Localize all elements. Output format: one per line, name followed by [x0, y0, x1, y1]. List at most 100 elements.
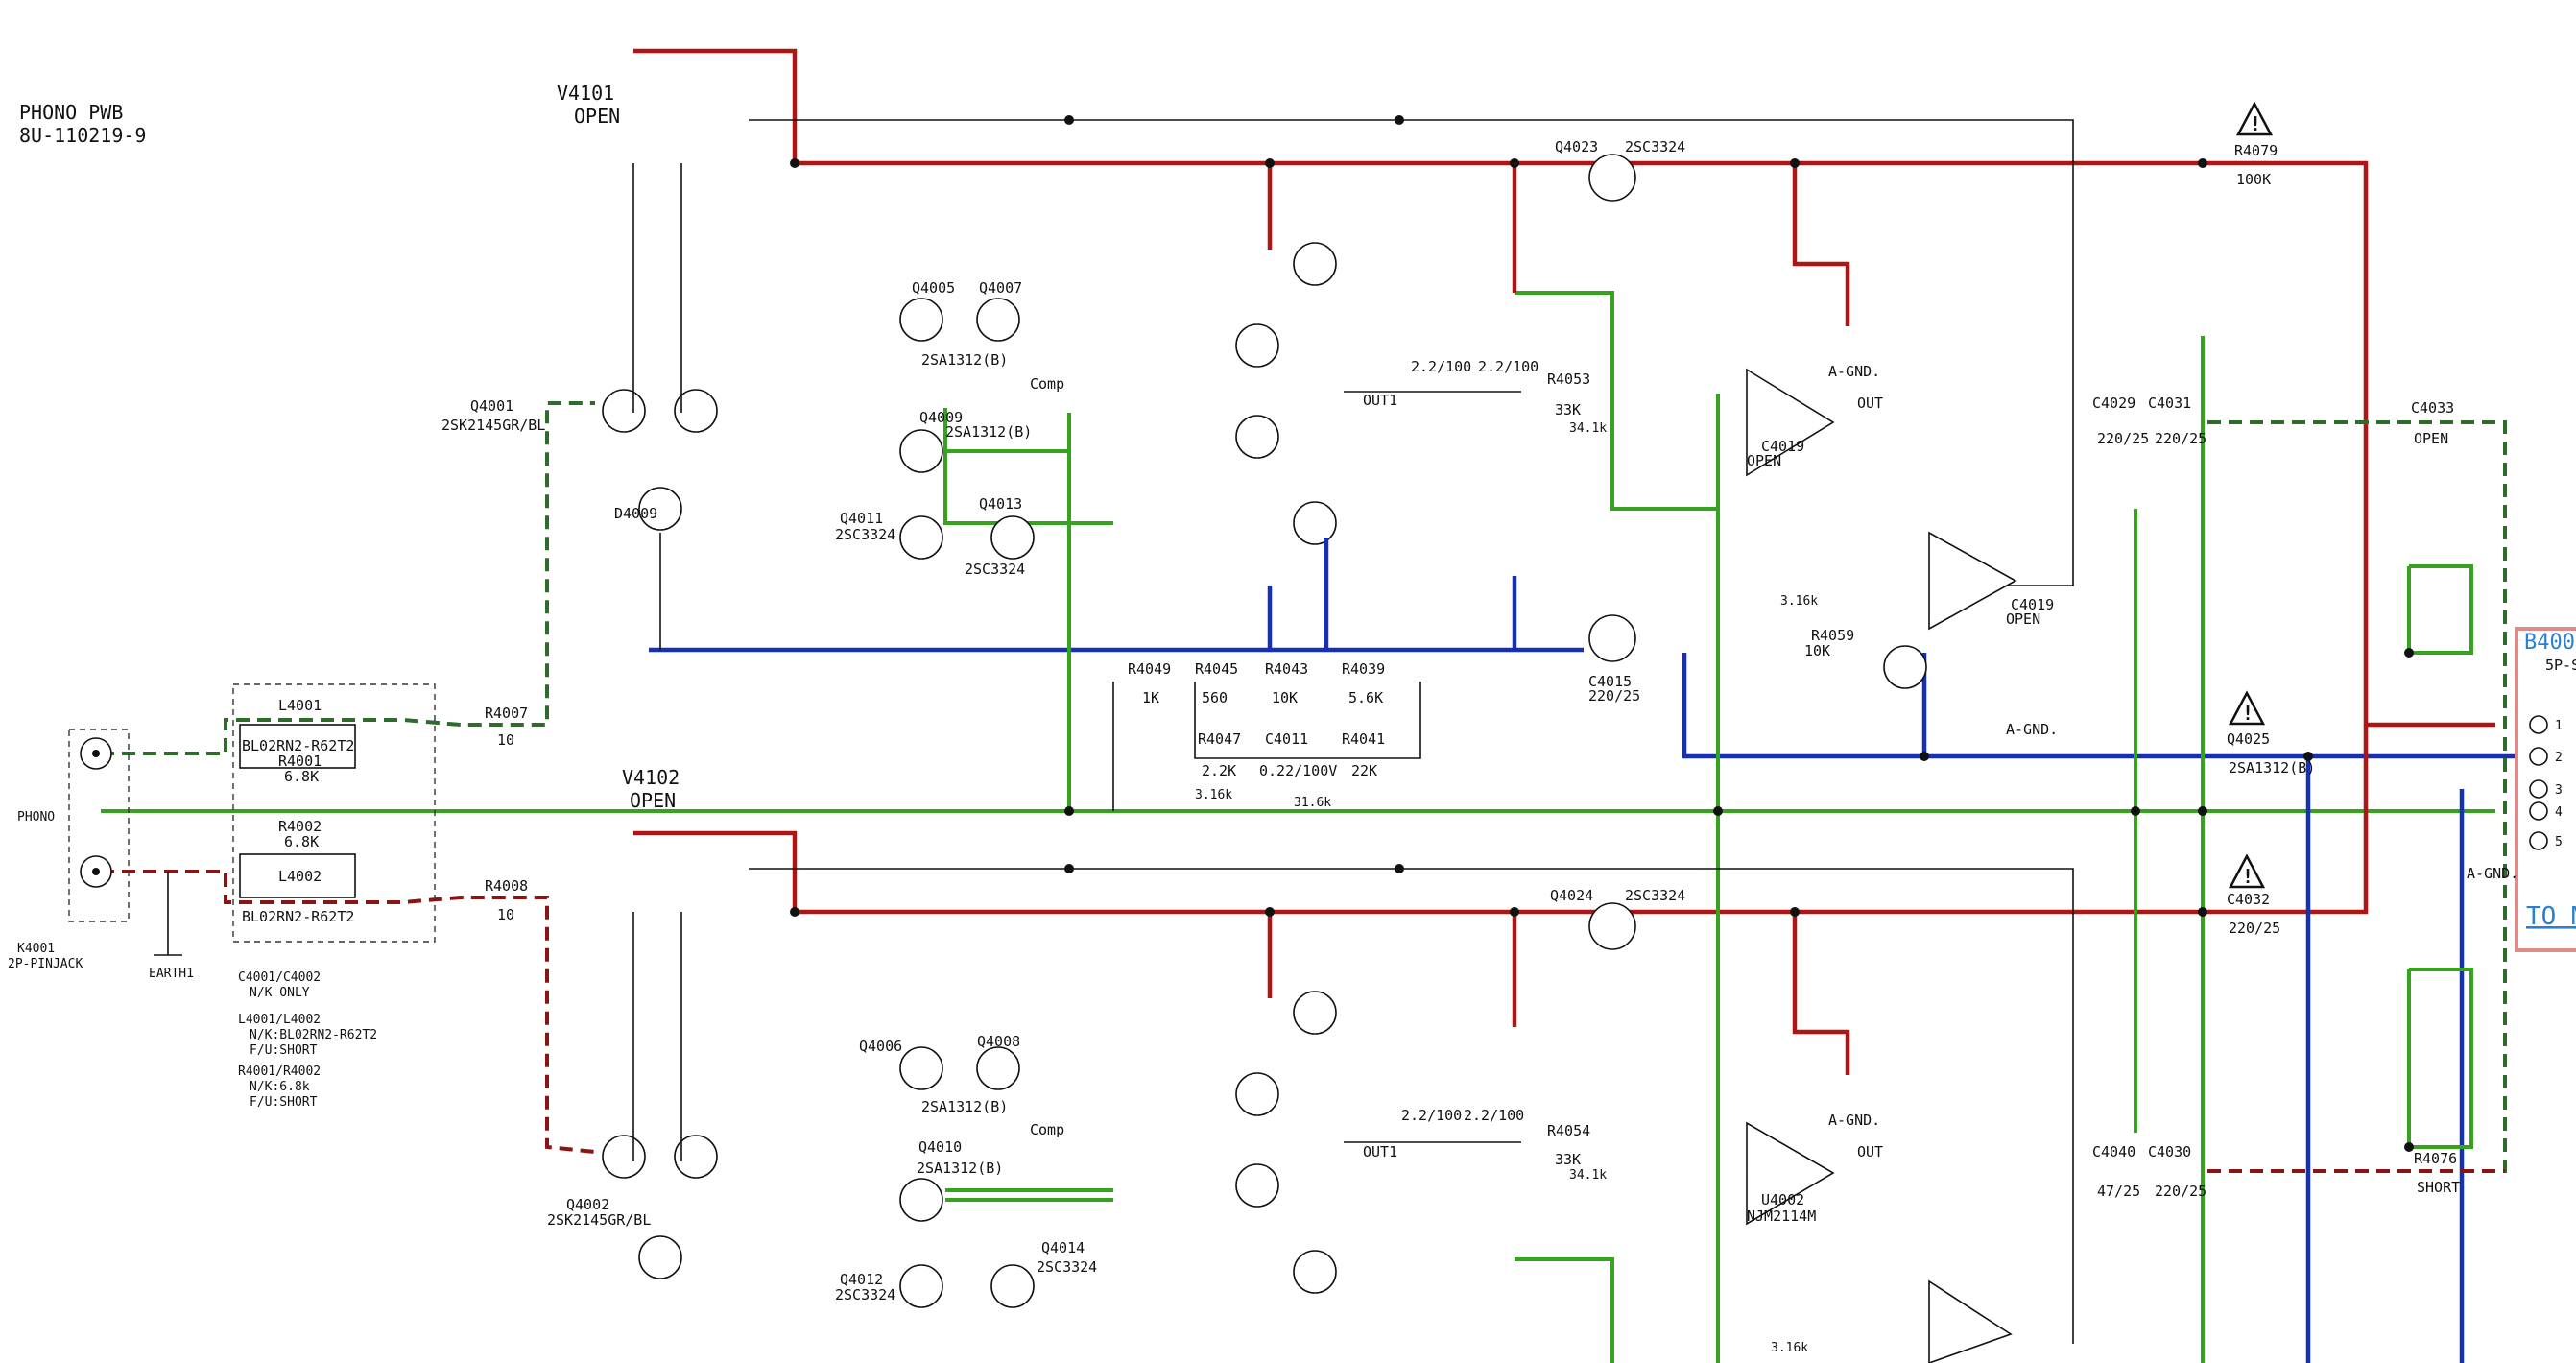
u4001b-value: OPEN — [2006, 610, 2040, 628]
u4001-value: OPEN — [1747, 452, 1781, 469]
u4001-ref: C4019 — [1761, 438, 1804, 455]
r4043-value: 10K — [1272, 689, 1298, 706]
connector-type: 5P-S — [2545, 657, 2576, 674]
r4049-value: 1K — [1142, 689, 1159, 706]
svg-text:F/U:SHORT: F/U:SHORT — [250, 1095, 318, 1110]
l4002-r4002 — [239, 853, 356, 898]
q4007-value: 2SA1312(B) — [921, 351, 1008, 369]
v4101-value: OPEN — [574, 105, 620, 128]
c4023-value: 2.2/100 — [1411, 358, 1471, 375]
c4026-value: 2.2/100 — [1464, 1107, 1524, 1124]
svg-text:L4001/L4002: L4001/L4002 — [238, 1013, 321, 1027]
u4002-supply — [1792, 912, 1850, 1075]
v4102-ref: V4102 — [622, 766, 680, 789]
r316k-label-b: 3.16k — [1780, 594, 1818, 609]
r4039-ref: R4039 — [1342, 660, 1385, 678]
u4002-ref: U4002 — [1761, 1191, 1804, 1208]
r4054-ref: R4054 — [1547, 1122, 1590, 1139]
warning-icon: ! — [2228, 690, 2266, 726]
q4027-ref: R4059 — [1811, 627, 1854, 644]
q4009-value: 2SA1312(B) — [945, 423, 1032, 441]
r4076-value: 220/25 — [2229, 920, 2280, 937]
r316k-label-c: 3.16k — [1771, 1341, 1808, 1355]
comp-label: Comp — [1030, 375, 1064, 393]
c4039-ref: C4031 — [2148, 395, 2191, 412]
r4077-ref: Q4025 — [2227, 730, 2270, 748]
ground-bottom-loop — [2407, 968, 2473, 1149]
u4002-value: NJM2114M — [1747, 1208, 1816, 1225]
q4013-value: 2SC3324 — [965, 561, 1025, 578]
r4001-ref: R4001 — [278, 753, 322, 770]
q4011-value: 2SC3324 — [835, 526, 895, 543]
out1-label: OUT1 — [1363, 392, 1397, 409]
l4001-r4001 — [239, 724, 356, 769]
r341k: 34.1k — [1569, 421, 1607, 436]
pin-3: 3 — [2555, 783, 2563, 798]
phono-jack — [68, 729, 130, 922]
warning-icon: ! — [2228, 853, 2266, 889]
agnd-label-3: A-GND. — [1828, 1112, 1880, 1129]
junction-dots — [790, 115, 2414, 1152]
c4040-value: 220/25 — [2155, 1183, 2206, 1200]
q4002-ref: Q4002 — [566, 1196, 609, 1213]
q4001-value: 2SK2145GR/BL — [441, 417, 545, 434]
out-label: OUT — [1857, 395, 1883, 412]
c4028-value: 47/25 — [2097, 1183, 2140, 1200]
q4010-value: 2SA1312(B) — [917, 1160, 1003, 1177]
q4012-ref: Q4012 — [840, 1271, 883, 1288]
q4011-ref: Q4011 — [840, 510, 883, 527]
u4001-opamp — [1746, 368, 1835, 477]
top-negative-rail-right — [1682, 653, 2515, 759]
r4082-value: SHORT — [2417, 1179, 2460, 1196]
r4076-ref: C4032 — [2227, 891, 2270, 908]
q4007-ref: Q4007 — [979, 279, 1022, 297]
r4008-ref: R4008 — [485, 877, 528, 895]
c4024-value: 2.2/100 — [1401, 1107, 1462, 1124]
bottom-positive-rail — [633, 725, 2369, 915]
r4045-ref: R4045 — [1195, 660, 1238, 678]
v4102-value: OPEN — [630, 789, 676, 812]
q4004-transistor — [638, 1235, 682, 1279]
r4047-ref: R4047 — [1198, 730, 1241, 748]
feedback-loop-bottom — [749, 868, 2074, 1344]
q4027-transistor — [1883, 645, 1927, 689]
u4001b-ref: C4019 — [2011, 596, 2054, 613]
pin-2: 2 — [2555, 751, 2563, 765]
pin-4: 4 — [2555, 805, 2563, 820]
output-buffer-top — [1235, 242, 1337, 545]
l4001-value: BL02RN2-R62T2 — [242, 737, 354, 754]
ground-top-loop — [2407, 564, 2473, 655]
svg-text:C4001/C4002: C4001/C4002 — [238, 970, 321, 985]
q4001-jfet — [602, 389, 718, 433]
pin-5: 5 — [2555, 835, 2563, 849]
u4002b-opamp — [1928, 1279, 2013, 1363]
q4005-ref: Q4005 — [912, 279, 955, 297]
c4011-value: 0.22/100V — [1259, 762, 1337, 779]
q4006-ref: Q4006 — [859, 1038, 902, 1055]
q4009-ref: Q4009 — [919, 409, 963, 426]
r316k-label: 3.16k — [1195, 788, 1232, 802]
ground-mid-link — [943, 408, 1113, 525]
to-main-link[interactable]: TO M — [2526, 902, 2576, 931]
r4001-value: 6.8K — [284, 768, 319, 785]
input-route-top — [101, 401, 595, 755]
q4023-transistor — [1588, 154, 1636, 202]
earth-label: EARTH1 — [149, 967, 194, 981]
connector-pins — [2529, 715, 2548, 850]
l4001-ref: L4001 — [278, 697, 322, 714]
q4008-ref: Q4008 — [977, 1033, 1020, 1050]
r4041-ref: R4041 — [1342, 730, 1385, 748]
svg-text:F/U:SHORT: F/U:SHORT — [250, 1043, 318, 1058]
r4007-value: 10 — [497, 731, 514, 749]
svg-text:R4001/R4002: R4001/R4002 — [238, 1064, 321, 1079]
q4002-value: 2SK2145GR/BL — [547, 1211, 651, 1229]
warning-icon: ! — [2235, 101, 2274, 136]
board-name: PHONO PWB — [19, 101, 123, 124]
diff-stage-top — [899, 298, 1035, 560]
r4077-value: 2SA1312(B) — [2229, 759, 2315, 777]
q4024-value: 2SC3324 — [1625, 887, 1685, 904]
r4082-ref: R4076 — [2414, 1150, 2457, 1167]
r4049-ref: R4049 — [1128, 660, 1171, 678]
c4039-value: 220/25 — [2155, 430, 2206, 447]
svg-text:!: ! — [2242, 865, 2254, 888]
